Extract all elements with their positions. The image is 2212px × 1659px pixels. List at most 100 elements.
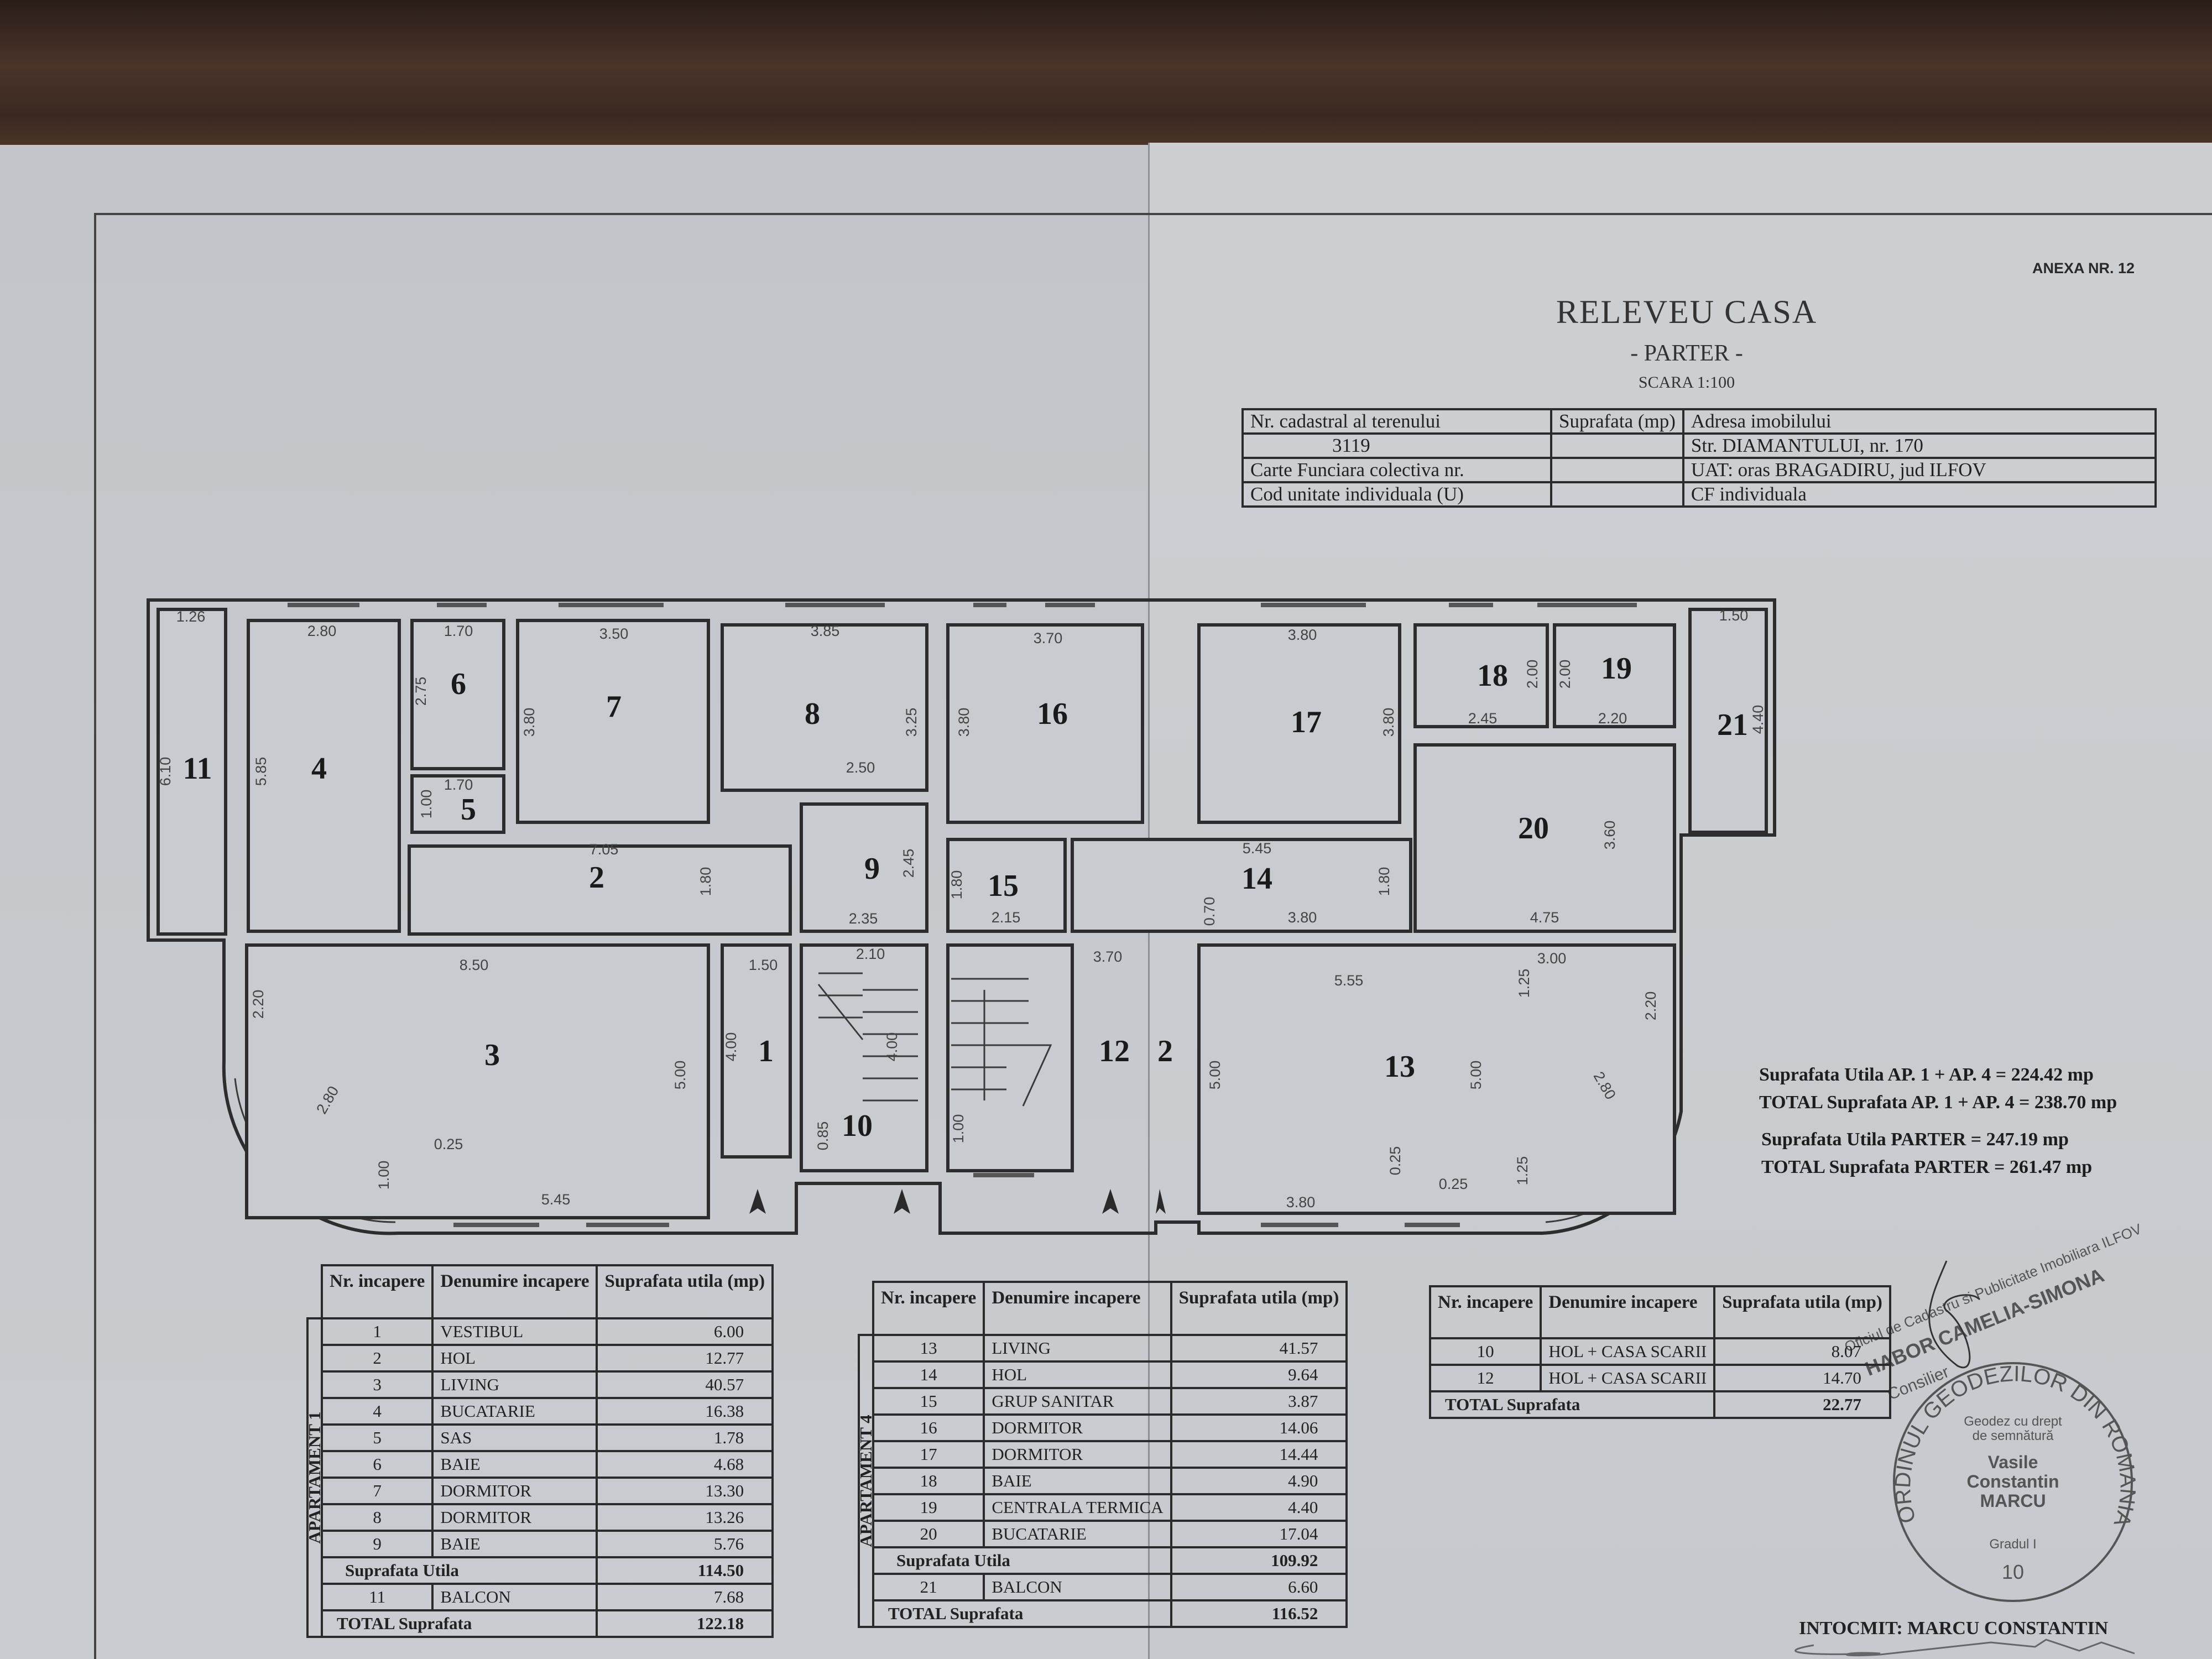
room-number: 7 [320,1477,434,1505]
prepared-by: INTOCMIT: MARCU CONSTANTIN [1799,1618,2109,1639]
dimension-label: 1.26 [176,608,206,625]
room-area: 4.90 [1170,1467,1348,1495]
room-number: 18 [872,1467,985,1495]
dimension-label: 3.00 [1537,950,1567,967]
room-21-balcony [1688,608,1768,834]
room-number-label: 16 [1037,697,1068,731]
dimension-label: 5.00 [1207,1061,1223,1090]
north-arrow-icon [1156,1189,1166,1214]
dimension-label: 2.15 [992,909,1021,926]
room-name: SAS [431,1423,598,1452]
room-18-bathroom [1413,623,1549,728]
area-value [1550,432,1684,459]
room-name: DORMITOR [431,1477,598,1505]
dimension-label: 2.20 [1642,992,1659,1021]
room-number: 11 [320,1583,434,1611]
total-area-value: 116.52 [1170,1599,1348,1628]
room-area: 12.77 [596,1344,774,1373]
useful-area-value: 109.92 [1170,1546,1348,1575]
address-locality: UAT: oras BRAGADIRU, jud ILFOV [1682,457,2157,483]
room-name: BALCON [983,1573,1172,1601]
room-1-vestibule [721,943,792,1159]
dimension-label: 1.25 [1514,1156,1531,1186]
dimension-label: 5.85 [253,757,269,786]
cadastral-header: Nr. cadastral al terenului [1241,408,1552,435]
floor-subtitle: - PARTER - [1630,341,1743,366]
useful-area-label: Suprafata Utila [320,1556,598,1585]
room-name: DORMITOR [983,1413,1172,1442]
room-11-balcony [156,608,227,936]
room-number-label: 17 [1291,705,1322,739]
room-name: BAIE [431,1530,598,1558]
land-book-area [1550,457,1684,483]
room-number: 2 [320,1344,434,1373]
total-area-label: TOTAL Suprafata [1428,1390,1716,1419]
room-area: 1.78 [596,1423,774,1452]
header-room-number: Nr. incapere [872,1281,985,1336]
room-number-label: 10 [842,1109,873,1143]
dimension-label: 1.80 [1376,867,1392,896]
room-number-label: 4 [311,752,327,786]
room-4-kitchen [247,619,401,933]
dimension-label: 5.45 [541,1191,571,1208]
room-name: DORMITOR [431,1503,598,1532]
room-name: GRUP SANITAR [983,1387,1172,1416]
dimension-label: 4.75 [1530,909,1559,926]
room-area: 7.68 [596,1583,774,1611]
dimension-label: 2.20 [250,990,267,1019]
dimension-label: 1.80 [697,867,714,896]
dimension-label: 3.80 [1288,627,1317,643]
document-title: RELEVEU CASA [1556,294,1818,330]
dimension-label: 3.85 [811,623,840,639]
dimension-label: 3.80 [1288,909,1317,926]
dimension-label: 5.45 [1243,840,1272,857]
dimension-label: 3.70 [1034,630,1063,646]
header-room-name: Denumire incapere [983,1281,1172,1336]
room-8-bedroom [721,623,928,792]
room-name: BUCATARIE [983,1520,1172,1548]
total-area-ground-floor: TOTAL Suprafata PARTER = 261.47 mp [1761,1157,2093,1177]
room-name: BALCON [431,1583,598,1611]
dimension-label: 0.25 [434,1136,463,1152]
room-number-label: 15 [988,869,1019,903]
dimension-label: 8.50 [460,957,489,973]
room-number-label: 7 [606,690,622,724]
room-number-label: 1 [758,1034,774,1068]
room-number: 21 [872,1573,985,1601]
room-area: 4.40 [1170,1493,1348,1522]
dimension-label: 3.60 [1601,821,1618,850]
dimension-label: 5.55 [1334,972,1364,989]
address-street: Str. DIAMANTULUI, nr. 170 [1682,432,2157,459]
dimension-label: 1.70 [444,776,473,793]
room-name: BAIE [983,1467,1172,1495]
stamp-name3: MARCU [1980,1491,2046,1511]
dimension-label: 1.50 [1719,607,1749,624]
room-number-label: 8 [805,697,820,731]
north-arrow-icon [749,1189,766,1214]
dimension-label: 1.00 [418,790,435,819]
room-14-hall [1071,838,1412,933]
room-area: 40.57 [596,1370,774,1399]
room-number: 5 [320,1423,434,1452]
dimension-label: 3.80 [956,708,972,737]
room-number-label: 9 [864,852,880,886]
drawing-scale: SCARA 1:100 [1638,373,1735,392]
dimension-label: 1.25 [1516,969,1532,998]
desk-background [0,0,2212,166]
header-spacer [859,1282,873,1335]
dimension-label: 7.05 [589,841,619,858]
dimension-label: 2.10 [856,946,885,962]
room-19-boiler-room [1553,623,1676,728]
room-name: CENTRALA TERMICA [983,1493,1172,1522]
room-9-bathroom [800,802,928,933]
useful-area-value: 114.50 [596,1556,774,1585]
dimension-label: 3.80 [1286,1194,1316,1211]
total-area-value: 22.77 [1713,1390,1891,1419]
